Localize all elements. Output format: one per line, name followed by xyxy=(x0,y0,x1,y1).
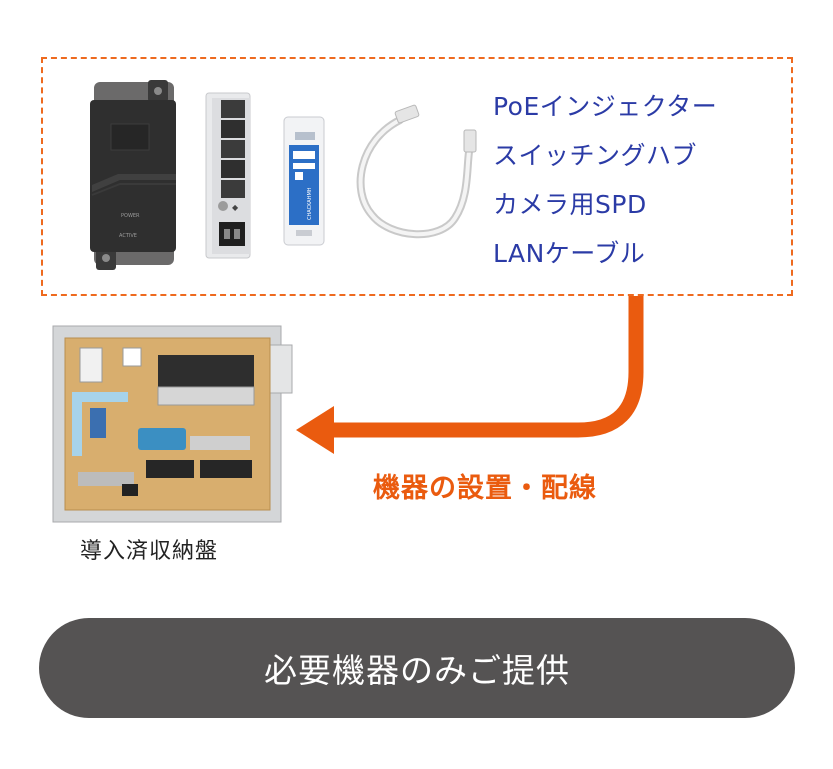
equipment-item-camera-spd: カメラ用SPD xyxy=(493,190,647,219)
equipment-item-switching-hub: スイッチングハブ xyxy=(493,141,698,170)
power-print: POWER xyxy=(121,213,140,219)
banner-text: 必要機器のみご提供 xyxy=(264,651,570,690)
enclosure-panel-image xyxy=(52,325,293,523)
camera-spd-image: CHACKAHMH xyxy=(283,116,325,246)
switching-hub-image: ◆ xyxy=(205,92,251,259)
equipment-group-frame xyxy=(41,57,793,296)
equipment-list: PoEインジェクター スイッチングハブ カメラ用SPD LANケーブル xyxy=(493,82,717,278)
poe-injector-image: POWER ACTIVE xyxy=(90,80,176,270)
enclosure-caption: 導入済収納盤 xyxy=(80,539,219,564)
active-print: ACTIVE xyxy=(119,233,137,239)
arrow-head xyxy=(296,406,334,454)
lan-cable-image xyxy=(356,104,477,239)
banner-pill: 必要機器のみご提供 xyxy=(39,618,795,718)
equipment-item-lan-cable: LANケーブル xyxy=(493,239,646,268)
install-wiring-label: 機器の設置・配線 xyxy=(373,473,597,504)
install-arrow xyxy=(330,296,644,438)
spd-brand-print: CHACKAHMH xyxy=(307,187,313,220)
equipment-item-poe-injector: PoEインジェクター xyxy=(493,92,718,121)
svg-text:◆: ◆ xyxy=(232,203,239,212)
